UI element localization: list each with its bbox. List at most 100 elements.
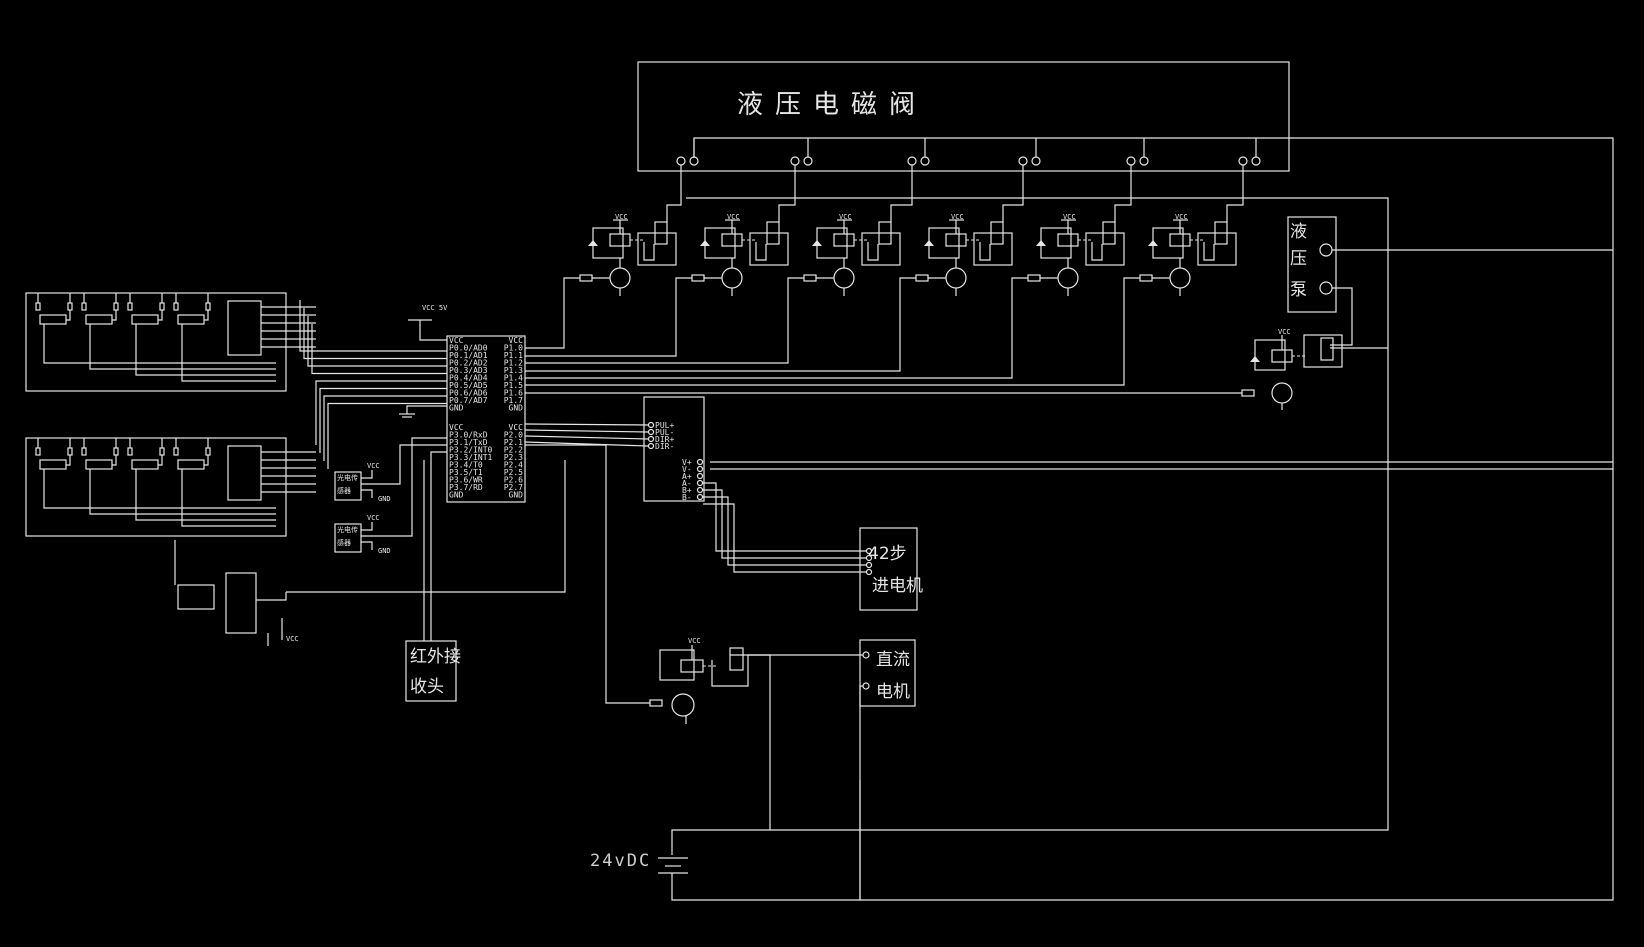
valve-terminal	[1126, 156, 1136, 166]
resistor-icon	[915, 274, 929, 282]
stepper-motor: 42步 进电机	[703, 482, 923, 611]
bus-wire	[311, 324, 447, 375]
mcu-pin-label: P1.2	[504, 359, 523, 368]
mcu-pin-label: P2.5	[504, 468, 523, 477]
mcu-pin-label: P0.5/AD5	[449, 381, 488, 390]
resistor-icon	[35, 447, 41, 456]
valve-terminal	[689, 156, 699, 166]
resistor-icon	[127, 302, 133, 311]
resistor-icon	[173, 447, 179, 456]
sensor-pair	[39, 459, 67, 470]
comparator-block-small: VCC	[174, 540, 299, 646]
driver-input-label: PUL+	[655, 421, 674, 430]
driver-output-label: B-	[682, 493, 692, 502]
transistor-icon	[1169, 267, 1191, 289]
mcu-pin-label: P0.1/AD1	[449, 351, 488, 360]
mcu-pin-label: P3.7/RD	[449, 483, 483, 492]
hydraulic-pump: 液 压 泵	[1287, 216, 1613, 346]
pump-label-3: 泵	[1290, 280, 1307, 300]
bus-wire	[299, 300, 447, 352]
valve-terminal	[1238, 156, 1248, 166]
mcu-pin-label: P3.1/TxD	[449, 438, 488, 447]
mcu-pin-label: P1.4	[504, 374, 523, 383]
resistor-icon	[205, 302, 211, 311]
transistor-icon	[1057, 267, 1079, 289]
svg-text:VCC: VCC	[688, 637, 701, 645]
driver-input-label: DIR-	[655, 442, 674, 451]
bus-wire	[303, 308, 447, 360]
resistor-icon	[579, 274, 593, 282]
vcc-label: VCC	[1063, 213, 1076, 221]
svg-text:VCC: VCC	[367, 462, 380, 470]
mcu-pin-label: P0.2/AD2	[449, 359, 488, 368]
mcu-pin-label: GND	[449, 404, 464, 413]
mcu-pin-label: VCC	[509, 336, 524, 345]
resistor-icon	[1027, 274, 1041, 282]
diode-icon	[812, 240, 822, 246]
valve-terminal	[676, 156, 686, 166]
stepper-label-1: 42步	[868, 544, 907, 564]
mcu-pin-label: GND	[509, 404, 524, 413]
mcu-pin-label: P0.3/AD3	[449, 366, 488, 375]
ir-label-2: 收头	[410, 677, 444, 697]
mcu-pin-label: VCC	[509, 423, 524, 432]
ir-label-1: 红外接	[410, 647, 461, 667]
mcu-pin-label: P2.2	[504, 446, 523, 455]
stepper-terminal	[865, 554, 873, 562]
relay-channel: VCC	[525, 200, 1024, 372]
mcu-pin-label: P1.3	[504, 366, 523, 375]
mcu-pin-label: P3.6/WR	[449, 476, 483, 485]
mcu-pin-label: P1.7	[504, 396, 523, 405]
stepper-terminal	[865, 547, 873, 555]
diode-icon	[1036, 240, 1046, 246]
vcc-label: VCC	[839, 213, 852, 221]
photo-sensors: 光电传 感器 光电传 感器 VCC GND VCC GND	[334, 437, 447, 555]
svg-text:光电传: 光电传	[337, 473, 358, 482]
mcu-pin-label: P1.1	[504, 351, 523, 360]
sensor-pair	[85, 459, 113, 470]
valve-terminal	[803, 156, 813, 166]
valve-terminal	[1031, 156, 1041, 166]
driver-input-label: DIR+	[655, 435, 674, 444]
pump-label-2: 压	[1290, 249, 1307, 269]
vcc-5v-label: VCC 5V	[422, 304, 448, 312]
bus-wire	[327, 402, 447, 469]
solenoid-valve-title: 液压电磁阀	[737, 90, 927, 120]
comparator-input-blocks: VCC	[25, 292, 447, 646]
mcu-pin-label: P0.7/AD7	[449, 396, 488, 405]
bus-wire	[315, 380, 447, 445]
svg-text:VCC: VCC	[1278, 328, 1291, 336]
transistor-icon	[609, 267, 631, 289]
bus-wire	[319, 387, 447, 453]
comparator-ic	[227, 300, 262, 356]
resistor-icon	[159, 447, 165, 456]
comparator-block	[25, 437, 316, 537]
mcu-pin-label: P1.0	[504, 344, 523, 353]
pump-relay: VCC	[525, 328, 1343, 410]
mcu-pin-label: P2.4	[504, 461, 523, 470]
driver-output-label: V+	[682, 458, 692, 467]
diode-icon	[700, 240, 710, 246]
valve-terminal	[920, 156, 930, 166]
mcu-pin-label: P2.7	[504, 483, 523, 492]
comparator-block	[25, 292, 316, 392]
comparator-ic	[227, 445, 262, 501]
resistor-icon	[159, 302, 165, 311]
resistor-icon	[81, 447, 87, 456]
resistor-icon	[67, 302, 73, 311]
sensor-pair	[39, 314, 67, 325]
bus-wire	[307, 316, 447, 367]
resistor-icon	[803, 274, 817, 282]
driver-output-label: A-	[682, 479, 692, 488]
mcu-pin-label: P2.1	[504, 438, 523, 447]
transistor-icon	[945, 267, 967, 289]
mcu-pin-label: GND	[509, 491, 524, 500]
diode-icon	[924, 240, 934, 246]
resistor-icon	[205, 447, 211, 456]
resistor-icon	[113, 302, 119, 311]
mcu-pin-label: P2.6	[504, 476, 523, 485]
mcu-pin-label: P3.0/RxD	[449, 431, 488, 440]
